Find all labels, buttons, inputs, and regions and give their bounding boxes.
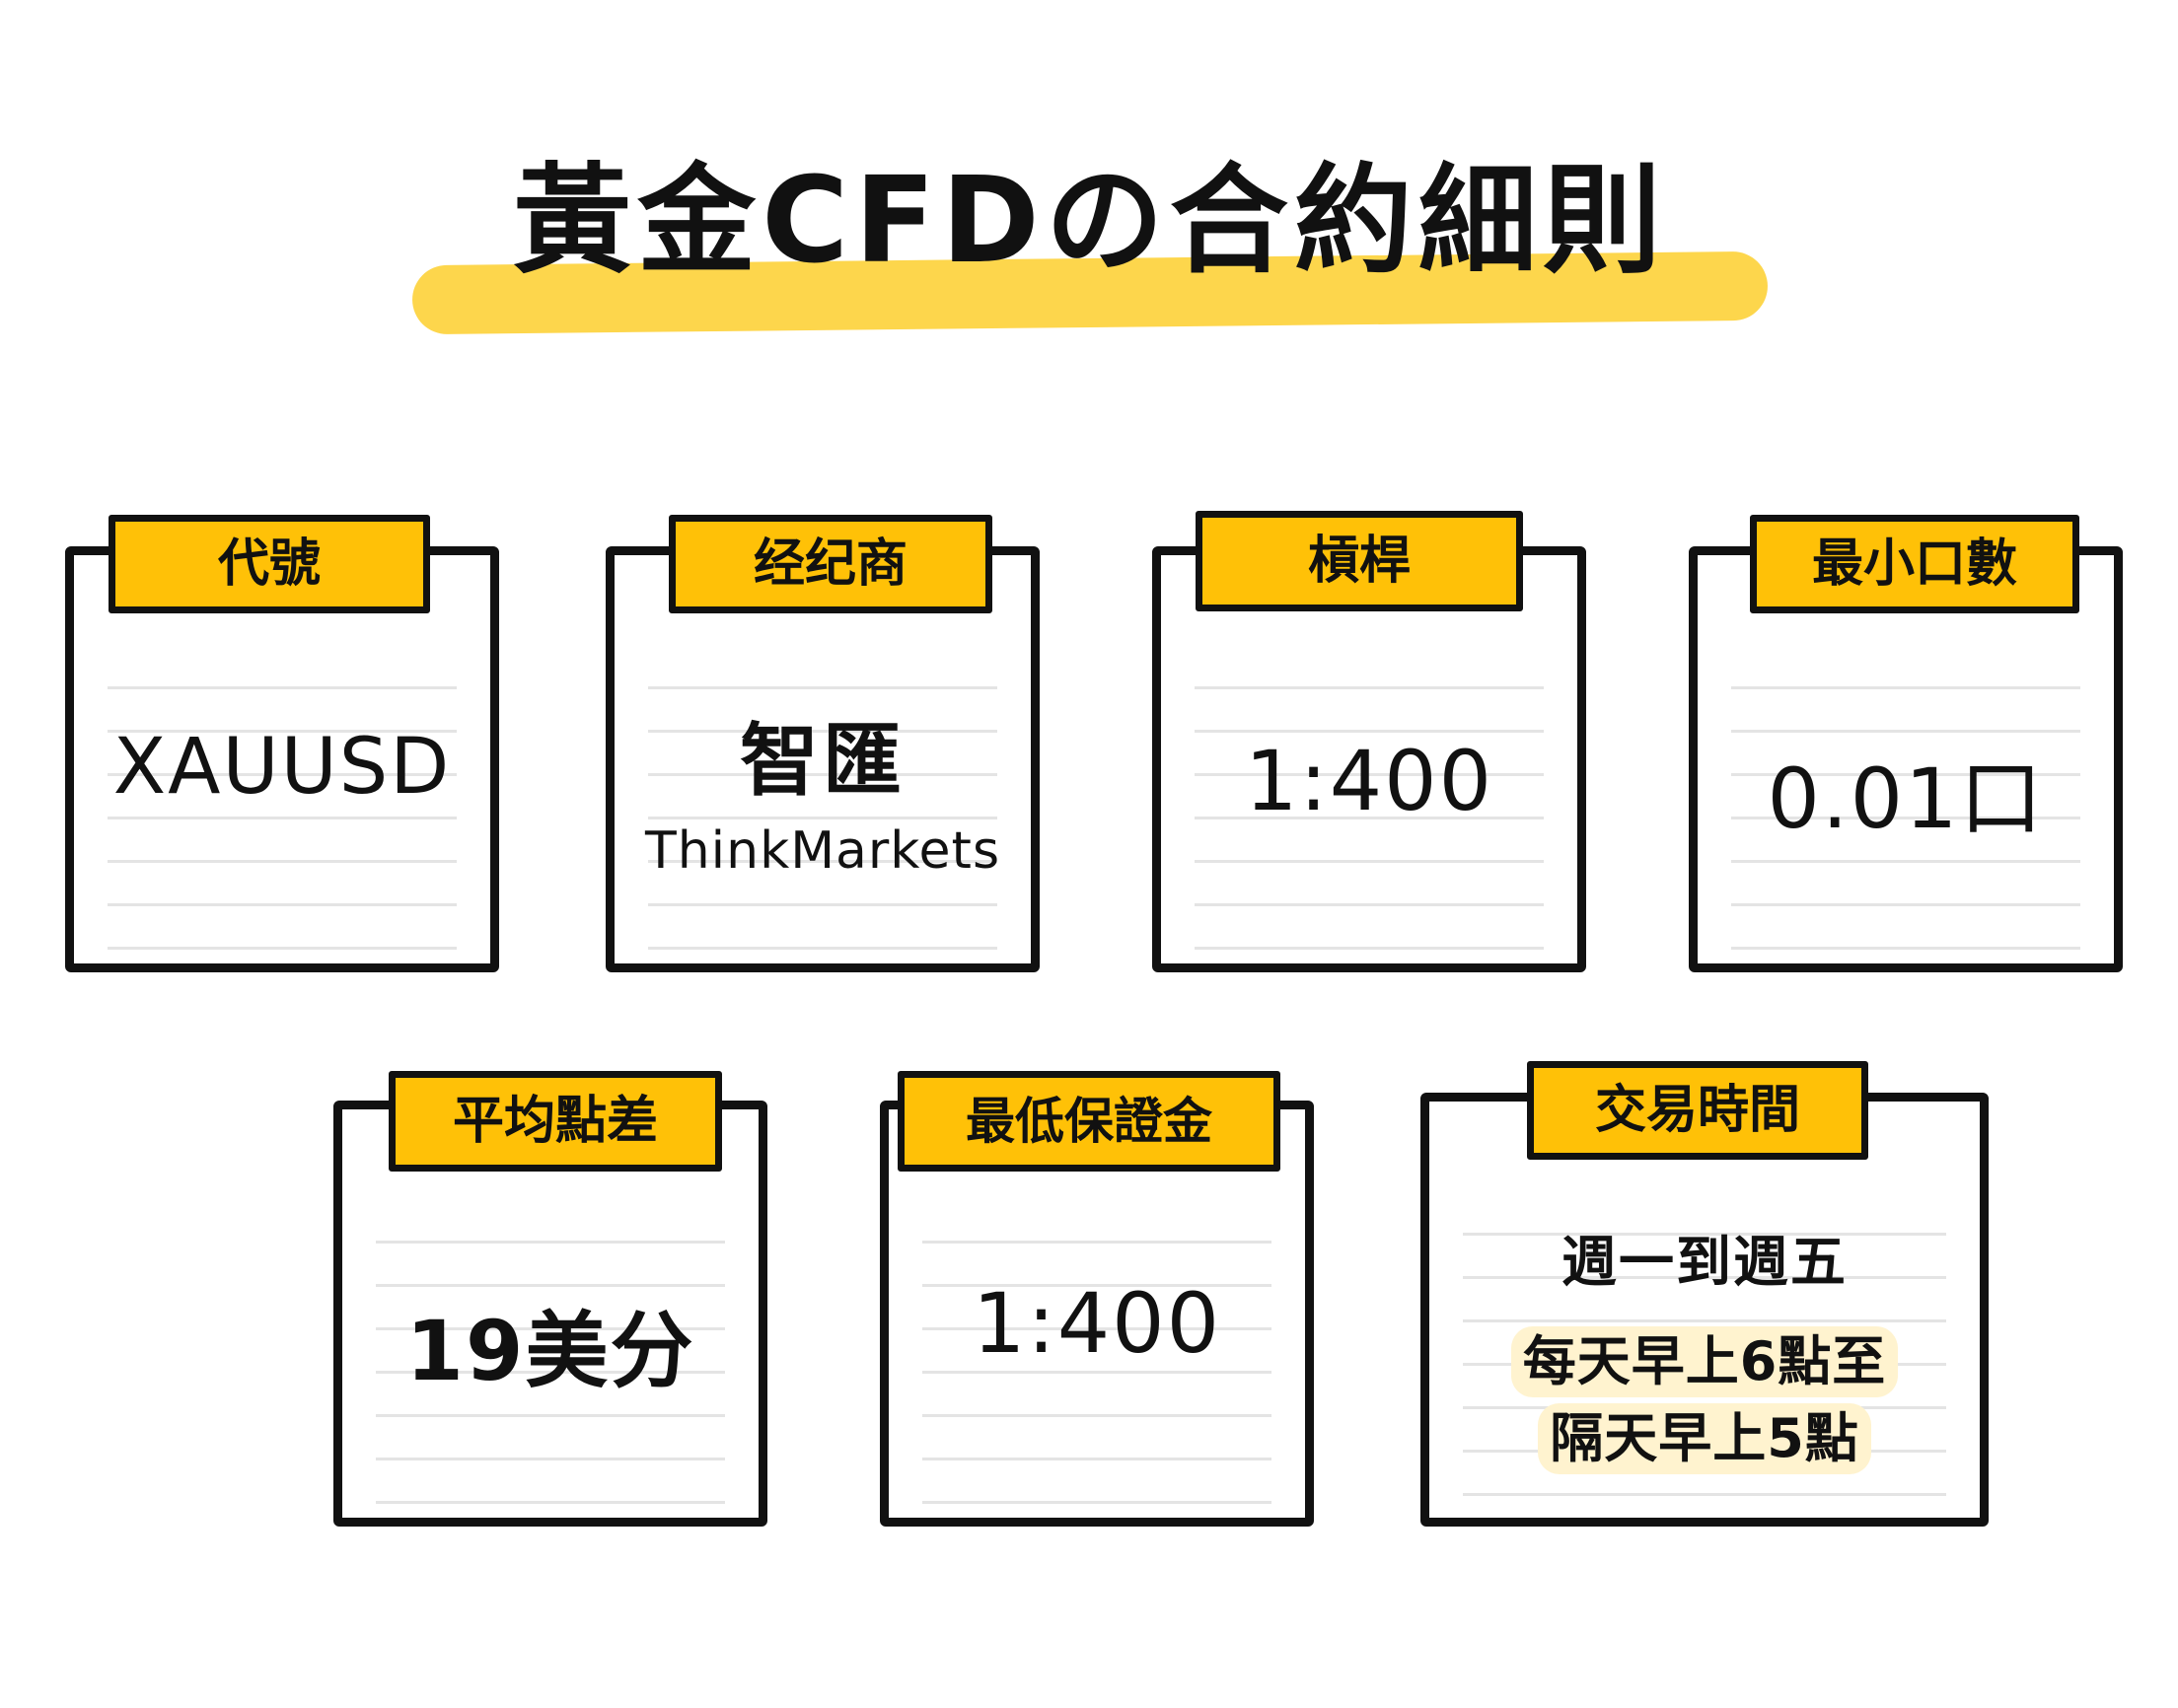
- card-margin-left: [889, 1109, 922, 1518]
- hours-days: 週一到週五: [1561, 1231, 1848, 1295]
- tab-min-lot: 最小口數: [1750, 515, 2079, 613]
- card-margin-right: [997, 555, 1031, 963]
- card-margin-left: [1429, 1102, 1463, 1518]
- hours-line-1: 每天早上6點至: [1510, 1326, 1899, 1397]
- tab-spread: 平均點差: [389, 1071, 722, 1172]
- card-margin-left: [74, 555, 108, 963]
- hours-line-2-wrap: 隔天早上5點: [1429, 1403, 1980, 1474]
- card-margin-left: [342, 1109, 376, 1518]
- card-margin-right: [2080, 555, 2114, 963]
- card-margin-right: [1544, 555, 1577, 963]
- broker-name-en: ThinkMarkets: [644, 821, 1001, 881]
- tab-broker: 经纪商: [669, 515, 992, 613]
- tab-margin: 最低保證金: [898, 1071, 1280, 1172]
- min-lot-value: 0.01口: [1767, 750, 2045, 847]
- tab-leverage: 槓桿: [1196, 511, 1523, 611]
- tab-symbol: 代號: [109, 515, 430, 613]
- symbol-value: XAUUSD: [112, 723, 452, 812]
- hours-line-2: 隔天早上5點: [1538, 1403, 1871, 1474]
- spread-value: 19美分: [405, 1303, 695, 1399]
- card-min-lot: 0.01口: [1689, 546, 2123, 972]
- card-symbol: XAUUSD: [65, 546, 499, 972]
- broker-name-cn: 智匯: [740, 715, 906, 807]
- page-title: 黃金CFDの合約細則: [513, 153, 1667, 290]
- card-margin-right: [1271, 1109, 1305, 1518]
- margin-value: 1:400: [972, 1275, 1222, 1372]
- card-margin-left: [1161, 555, 1195, 963]
- card-margin-right: [725, 1109, 759, 1518]
- hours-line-1-wrap: 每天早上6點至: [1429, 1326, 1980, 1397]
- card-margin-right: [457, 555, 490, 963]
- card-margin-right: [1946, 1102, 1980, 1518]
- leverage-value: 1:400: [1244, 733, 1494, 829]
- card-margin-left: [1698, 555, 1731, 963]
- card-spread: 19美分: [333, 1101, 767, 1527]
- title-block: 黃金CFDの合約細則: [404, 148, 1776, 345]
- tab-hours: 交易時間: [1527, 1061, 1868, 1160]
- card-margin-left: [615, 555, 648, 963]
- card-hours: 週一到週五 每天早上6點至 隔天早上5點: [1420, 1093, 1989, 1527]
